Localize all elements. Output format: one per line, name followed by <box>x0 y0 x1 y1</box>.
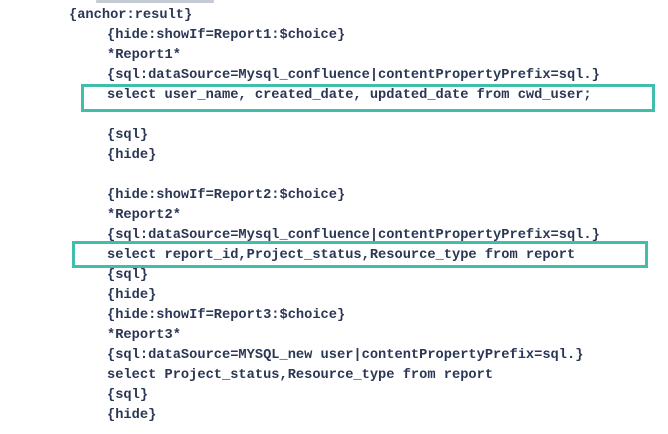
cropped-text-artifact <box>96 0 214 3</box>
blank-line <box>0 106 668 126</box>
code-line: {hide} <box>107 148 157 163</box>
code-line: select Project_status,Resource_type from… <box>107 368 494 383</box>
code-line: *Report3* <box>107 328 181 343</box>
code-line: select report_id,Project_status,Resource… <box>0 241 668 268</box>
code-line: *Report2* <box>107 208 181 223</box>
code-line: {hide:showIf=Report1:$choice} <box>107 28 346 43</box>
code-line: {sql:dataSource=Mysql_confluence|content… <box>107 68 600 83</box>
sql-highlight-box <box>72 241 648 268</box>
code-line: select user_name, created_date, updated_… <box>0 84 668 112</box>
code-line: *Report1* <box>107 48 181 63</box>
code-line: {sql} <box>107 388 149 403</box>
code-line: {anchor:result} <box>69 8 193 23</box>
code-line: {sql} <box>107 268 149 283</box>
code-line: {sql} <box>107 128 149 143</box>
wiki-markup-code-block: {anchor:result} {hide:showIf=Report1:$cho… <box>0 6 668 426</box>
code-line: {hide} <box>107 408 157 423</box>
code-line: {sql:dataSource=MYSQL_new user|contentPr… <box>107 348 584 363</box>
blank-line <box>0 166 668 186</box>
code-line: {hide:showIf=Report2:$choice} <box>107 188 346 203</box>
code-line: {sql:dataSource=Mysql_confluence|content… <box>107 228 600 243</box>
code-line: {hide:showIf=Report3:$choice} <box>107 308 346 323</box>
code-line: {hide} <box>107 288 157 303</box>
